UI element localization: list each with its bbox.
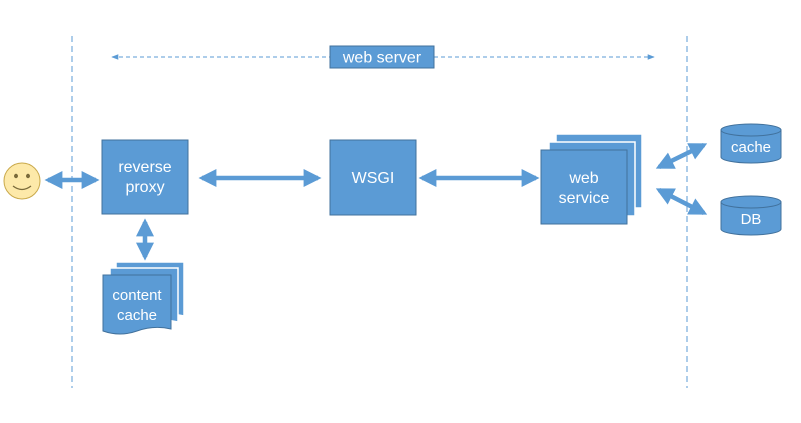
content-cache-label-line1: content xyxy=(112,287,162,304)
cache-cylinder: cache xyxy=(720,123,782,164)
webservice-cache-arrow xyxy=(655,142,708,170)
reverse-proxy-box: reverse proxy xyxy=(101,139,189,215)
web-service-label-line2: service xyxy=(559,190,610,207)
reverse-proxy-label-line1: reverse xyxy=(118,159,171,176)
wsgi-box: WSGI xyxy=(329,139,417,216)
webservice-db-arrow xyxy=(655,187,708,216)
db-cylinder: DB xyxy=(720,195,782,236)
web-service-stack: web service xyxy=(540,133,643,225)
web-server-label: web server xyxy=(329,45,435,69)
db-label: DB xyxy=(741,211,762,228)
web-service-label-line1: web xyxy=(568,170,598,187)
content-cache-label-line2: cache xyxy=(117,307,157,324)
smiley-face-icon xyxy=(3,162,41,200)
content-cache-stack: content cache xyxy=(102,261,185,335)
cache-label: cache xyxy=(731,139,771,156)
reverse-proxy-label-line2: proxy xyxy=(125,179,164,196)
web-server-label-text: web server xyxy=(342,50,422,67)
wsgi-label: WSGI xyxy=(352,170,395,187)
